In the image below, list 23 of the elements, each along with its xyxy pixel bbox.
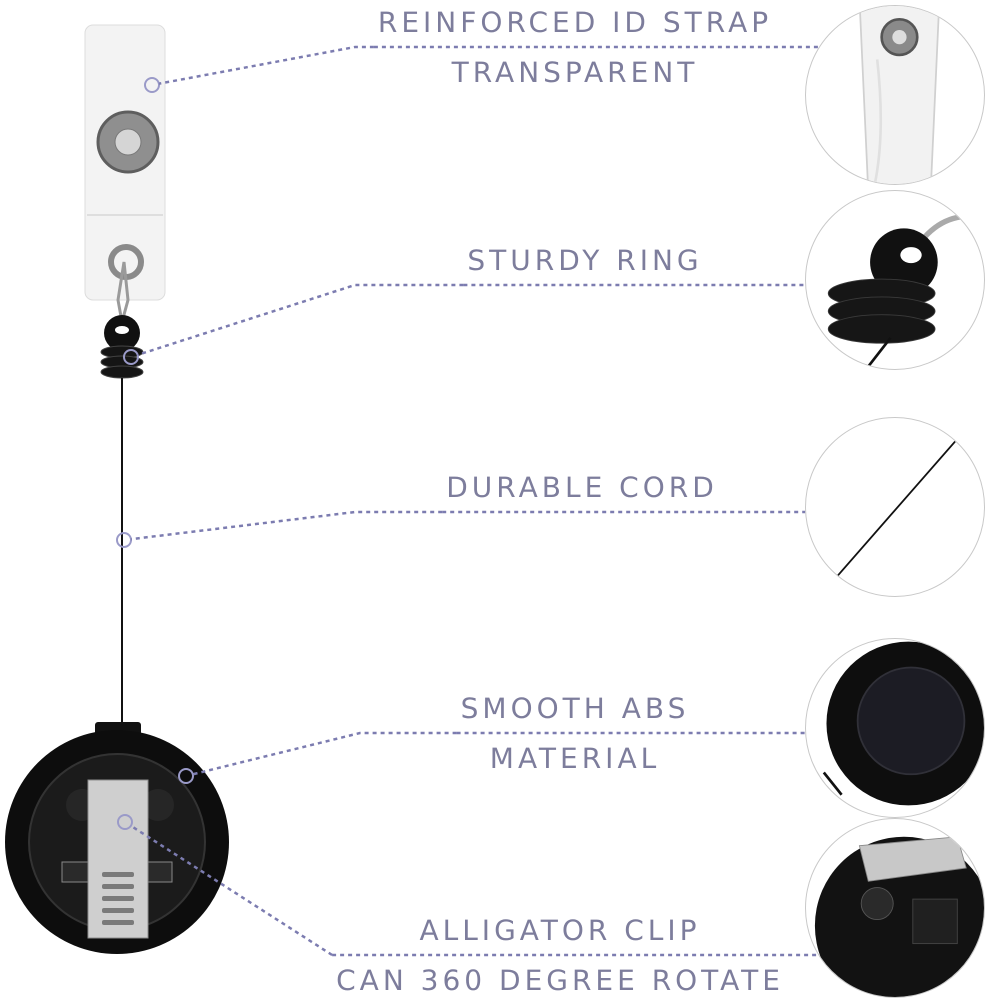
leader-line [332, 954, 818, 956]
callout-dot [123, 349, 139, 365]
callout-text: ALLIGATOR CLIP [418, 913, 702, 949]
callout-text: CAN 360 DEGREE ROTATE [336, 963, 784, 999]
callout-text: MATERIAL [488, 741, 662, 777]
leader-line [442, 510, 806, 514]
leader-line [130, 824, 334, 956]
callout-dot [117, 814, 133, 830]
callout-dot [144, 77, 160, 93]
callout-dot [116, 532, 132, 548]
callout-text: REINFORCED ID STRAP [378, 5, 772, 41]
callout-text: SMOOTH ABS [460, 691, 690, 727]
leader-line [192, 732, 457, 776]
callout-text: DURABLE CORD [446, 470, 718, 506]
leader-line [137, 284, 464, 356]
leader-line [463, 284, 806, 286]
leader-line [158, 46, 374, 85]
callout-dot [178, 768, 194, 784]
callout-text: STURDY RING [467, 243, 703, 279]
callout-text: TRANSPARENT [450, 55, 700, 91]
leader-line [130, 510, 442, 540]
leader-line [456, 732, 806, 734]
leader-line [374, 46, 819, 48]
